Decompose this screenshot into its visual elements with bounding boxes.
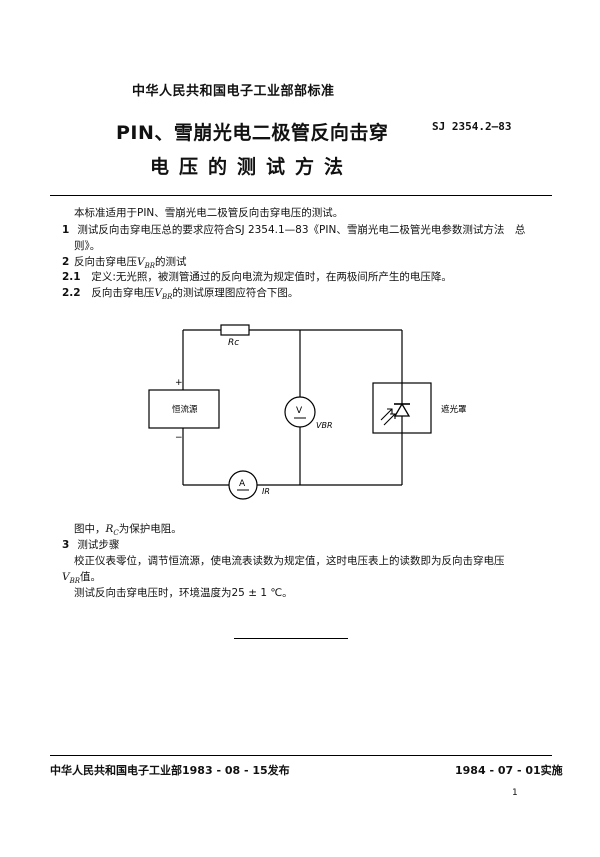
vbr-symbol: VBR xyxy=(62,571,81,586)
end-of-text-rule xyxy=(234,638,348,639)
document-title-line-1: PIN、雪崩光电二极管反向击穿 xyxy=(116,122,389,144)
section-1-number: 1 xyxy=(62,224,70,236)
shield-label: 遮光罩 xyxy=(441,404,467,415)
section-2-1-text: 定义:无光照，被测管通过的反向电流为规定值时，在两极间所产生的电压降。 xyxy=(91,271,452,283)
photodiode-icon xyxy=(380,383,411,433)
rc-symbol: RC xyxy=(105,523,119,538)
figure-note: 图中，RC为保护电阻。 xyxy=(74,522,182,540)
intro-paragraph: 本标准适用于PIN、雪崩光电二极管反向击穿电压的测试。 xyxy=(74,207,344,219)
section-2-text-post: 的测试 xyxy=(155,256,187,268)
section-2-2-number: 2.2 xyxy=(62,287,81,299)
source-plus-terminal: + xyxy=(175,378,183,388)
ministry-standard-heading: 中华人民共和国电子工业部部标准 xyxy=(132,84,335,99)
step-2: 测试反向击穿电压时，环境温度为25 ± 1 ℃。 xyxy=(74,587,293,599)
section-2-text-pre: 反向击穿电压 xyxy=(74,256,137,268)
section-2-heading: 2 反向击穿电压VBR的测试 xyxy=(62,255,187,273)
step-1-line-2: VBR值。 xyxy=(62,570,101,588)
section-2-2-text-pre: 反向击穿电压 xyxy=(91,287,155,299)
voltmeter-label: VBR xyxy=(316,421,333,430)
section-2-2: 2.2 反向击穿电压VBR的测试原理图应符合下图。 xyxy=(62,286,298,304)
section-3-title: 测试步骤 xyxy=(77,539,120,551)
figure-note-post: 为保护电阻。 xyxy=(118,523,182,535)
step-1-tail: 值。 xyxy=(80,571,102,583)
figure-note-pre: 图中， xyxy=(74,523,106,535)
source-label: 恒流源 xyxy=(172,404,198,415)
section-2-number: 2 xyxy=(62,256,70,268)
page-number: 1 xyxy=(512,788,518,798)
vbr-symbol: VBR xyxy=(154,287,173,302)
section-3-heading: 3 测试步骤 xyxy=(62,538,119,552)
section-1-line-1: 1 测试反向击穿电压总的要求应符合SJ 2354.1—83《PIN、雪崩光电二极… xyxy=(62,223,525,237)
issue-date: 中华人民共和国电子工业部1983 - 08 - 15发布 xyxy=(50,764,290,777)
voltmeter xyxy=(284,396,316,428)
ammeter-symbol: A xyxy=(239,479,246,489)
vbr-symbol: VBR xyxy=(137,256,156,271)
section-2-1: 2.1 定义:无光照，被测管通过的反向电流为规定值时，在两极间所产生的电压降。 xyxy=(62,270,452,284)
ammeter-label: IR xyxy=(262,487,270,496)
standard-number: SJ 2354.2—83 xyxy=(432,120,512,133)
constant-current-source xyxy=(148,389,220,429)
section-1-text: 测试反向击穿电压总的要求应符合SJ 2354.1—83《PIN、雪崩光电二极管光… xyxy=(77,224,526,236)
effective-date: 1984 - 07 - 01实施 xyxy=(455,764,563,777)
section-3-number: 3 xyxy=(62,539,70,551)
section-2-1-number: 2.1 xyxy=(62,271,81,283)
source-minus-terminal: − xyxy=(175,433,183,443)
protective-resistor xyxy=(220,324,250,336)
resistor-label: Rc xyxy=(228,338,239,348)
section-1-line-2: 则》。 xyxy=(74,240,101,252)
header-divider xyxy=(50,195,552,196)
voltmeter-symbol: V xyxy=(296,406,303,416)
footer-divider xyxy=(50,755,552,756)
ammeter xyxy=(228,470,258,500)
document-title-line-2: 电压的测试方法 xyxy=(150,156,354,178)
section-2-2-text-post: 的测试原理图应符合下图。 xyxy=(172,287,299,299)
step-1-line-1: 校正仪表零位，调节恒流源，使电流表读数为规定值，这时电压表上的读数即为反向击穿电… xyxy=(74,555,505,567)
